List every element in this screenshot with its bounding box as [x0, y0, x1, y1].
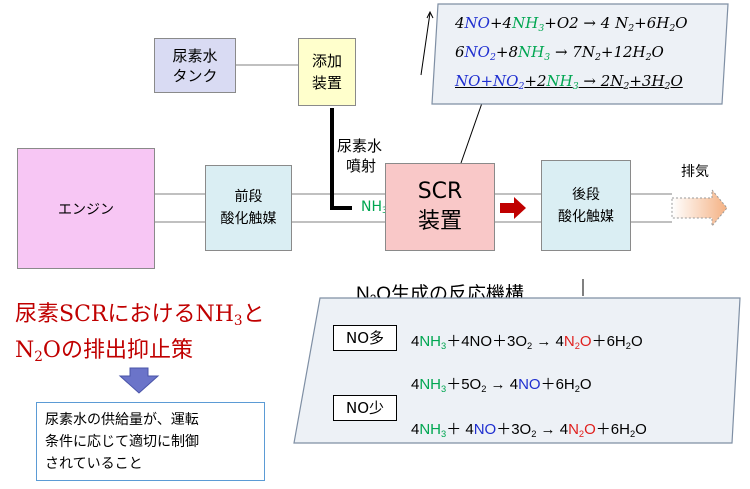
exhaust-label: 排気 — [681, 164, 709, 180]
conclusion-line-2: 条件に応じて適切に制御 — [45, 434, 199, 450]
mechanism-reaction-3: 4NH3＋ 4NO＋3O2 → 4N2O＋6H2O — [411, 421, 647, 439]
nh3-injection-label: NH3 — [361, 199, 388, 216]
injector-box: 添加 装置 — [298, 38, 356, 106]
urea-spray-label-1: 尿素水 — [337, 137, 383, 155]
urea-spray-label: 尿素水 噴射 — [337, 136, 382, 176]
urea-tank-label-2: タンク — [172, 66, 218, 85]
urea-tank-label-1: 尿素水 — [172, 46, 218, 65]
no-high-badge: NO多 — [333, 325, 397, 351]
scr-label-2: 装置 — [417, 209, 462, 234]
countermeasure-heading-line-2: N2Oの排出抑止策 — [15, 338, 193, 365]
reaction-callout-line — [460, 102, 483, 164]
reaction-eq-2: 6NO2+8NH3 → 7N2+12H2O — [455, 43, 664, 63]
urea-injection-line — [330, 108, 352, 210]
post-catalyst-label-1: 後段 — [572, 186, 600, 203]
engine-box: エンジン — [17, 148, 155, 269]
scr-box: SCR 装置 — [385, 163, 495, 251]
pre-catalyst-label-2: 酸化触媒 — [220, 211, 277, 227]
engine-label: エンジン — [58, 201, 114, 218]
flow-arrow — [500, 197, 526, 219]
injector-label-1: 添加 — [311, 52, 342, 70]
post-catalyst-box: 後段 酸化触媒 — [541, 160, 631, 251]
down-arrow-icon — [118, 367, 160, 394]
mechanism-reaction-1: 4NH3＋4NO＋3O2 → 4N2O＋6H2O — [411, 333, 643, 351]
exhaust-arrow — [671, 188, 728, 228]
exhaust-pipe — [155, 193, 672, 223]
reaction-eq-3: NO+NO2+2NH3 → 2N2+3H2O — [455, 72, 683, 92]
conclusion-box: 尿素水の供給量が、運転 条件に応じて適切に制御 されていること — [36, 402, 265, 481]
urea-tank-box: 尿素水 タンク — [154, 38, 236, 93]
mechanism-box-shape — [293, 297, 741, 444]
pre-catalyst-label-1: 前段 — [234, 189, 263, 205]
scr-label-1: SCR — [417, 179, 463, 204]
conclusion-line-1: 尿素水の供給量が、運転 — [45, 412, 199, 428]
no-low-badge: NO少 — [333, 395, 397, 421]
mechanism-reaction-2: 4NH3＋5O2 → 4NO＋6H2O — [411, 376, 592, 394]
countermeasure-heading-line-1: 尿素SCRにおけるNH3と — [15, 302, 265, 329]
countermeasure-heading: 尿素SCRにおけるNH3と N2Oの排出抑止策 — [15, 298, 265, 370]
urea-spray-label-2: 噴射 — [346, 157, 377, 175]
small-arrow-icon — [420, 12, 431, 76]
reaction-eq-1: 4NO+4NH3+O2 → 4 N2+6H2O — [455, 14, 688, 34]
pre-catalyst-box: 前段 酸化触媒 — [205, 165, 292, 251]
reaction-box-shape — [431, 3, 729, 105]
injector-label-2: 装置 — [311, 74, 342, 92]
conclusion-line-3: されていること — [45, 456, 143, 472]
post-catalyst-label-2: 酸化触媒 — [558, 208, 614, 225]
